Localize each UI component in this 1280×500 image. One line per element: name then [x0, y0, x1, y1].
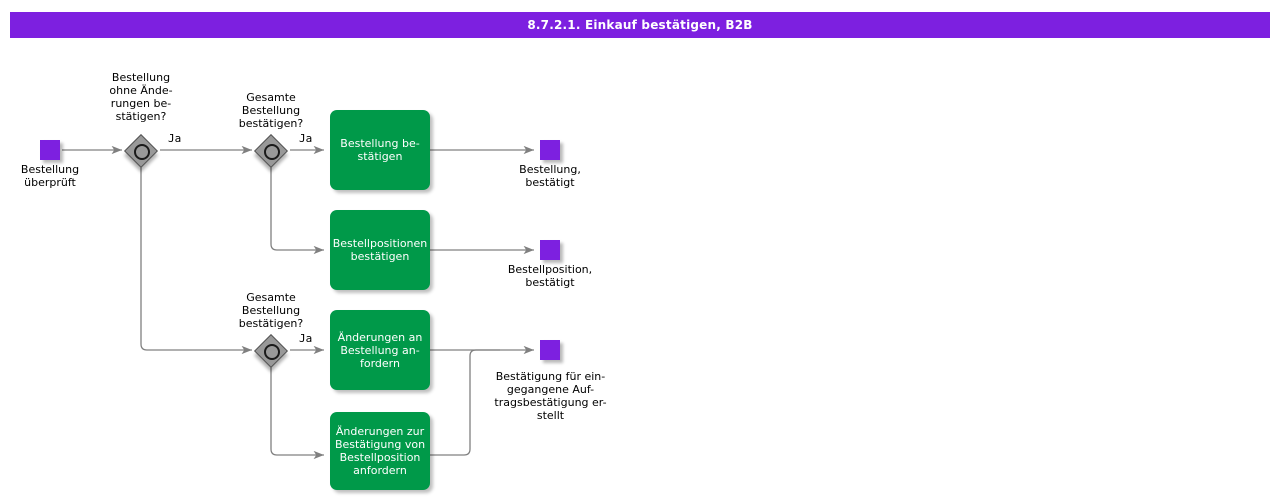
- edge-gw3-task4: [270, 366, 324, 460]
- edge-label-ja-2: Ja: [299, 132, 313, 145]
- end-event-bestellposition-bestaetigt[interactable]: [540, 240, 560, 260]
- end-event-2-label: Bestellposition, bestätigt: [507, 263, 593, 289]
- gateway-bestellung-ohne-aenderungen[interactable]: [124, 134, 158, 168]
- gateway-event-ring-icon: [264, 144, 280, 160]
- gateway-event-ring-icon: [264, 344, 280, 360]
- start-event-label: Bestellung überprüft: [20, 163, 80, 189]
- end-event-bestellung-bestaetigt[interactable]: [540, 140, 560, 160]
- gateway-gesamte-bestellung-oben[interactable]: [254, 134, 288, 168]
- task-aenderungen-zur-bestaetigung-bestellposition[interactable]: Änderungen zur Bestätigung von Bestellpo…: [330, 412, 430, 490]
- gateway-3-label: Gesamte Bestellung bestätigen?: [238, 291, 304, 330]
- end-event-bestaetigung-erstellt[interactable]: [540, 340, 560, 360]
- edge-label-ja-1: Ja: [168, 132, 182, 145]
- edge-label-ja-3: Ja: [299, 332, 313, 345]
- end-event-3-label: Bestätigung für ein- gegangene Auf- trag…: [494, 370, 607, 422]
- gateway-gesamte-bestellung-unten[interactable]: [254, 334, 288, 368]
- end-event-1-label: Bestellung, bestätigt: [519, 163, 581, 189]
- start-event-bestellung-ueberprueft[interactable]: [40, 140, 60, 160]
- task-bestellung-bestaetigen[interactable]: Bestellung be- stätigen: [330, 110, 430, 190]
- gateway-event-ring-icon: [134, 144, 150, 160]
- task-aenderungen-an-bestellung-anfordern[interactable]: Änderungen an Bestellung an- fordern: [330, 310, 430, 390]
- gateway-1-label: Bestellung ohne Ände- rungen be- stätige…: [109, 71, 173, 123]
- edge-gw2-task2: [270, 166, 324, 255]
- page-title-bar: 8.7.2.1. Einkauf bestätigen, B2B: [10, 12, 1270, 38]
- gateway-2-label: Gesamte Bestellung bestätigen?: [238, 91, 304, 130]
- task-bestellpositionen-bestaetigen[interactable]: Bestellpositionen bestätigen: [330, 210, 430, 290]
- page-title: 8.7.2.1. Einkauf bestätigen, B2B: [527, 18, 753, 32]
